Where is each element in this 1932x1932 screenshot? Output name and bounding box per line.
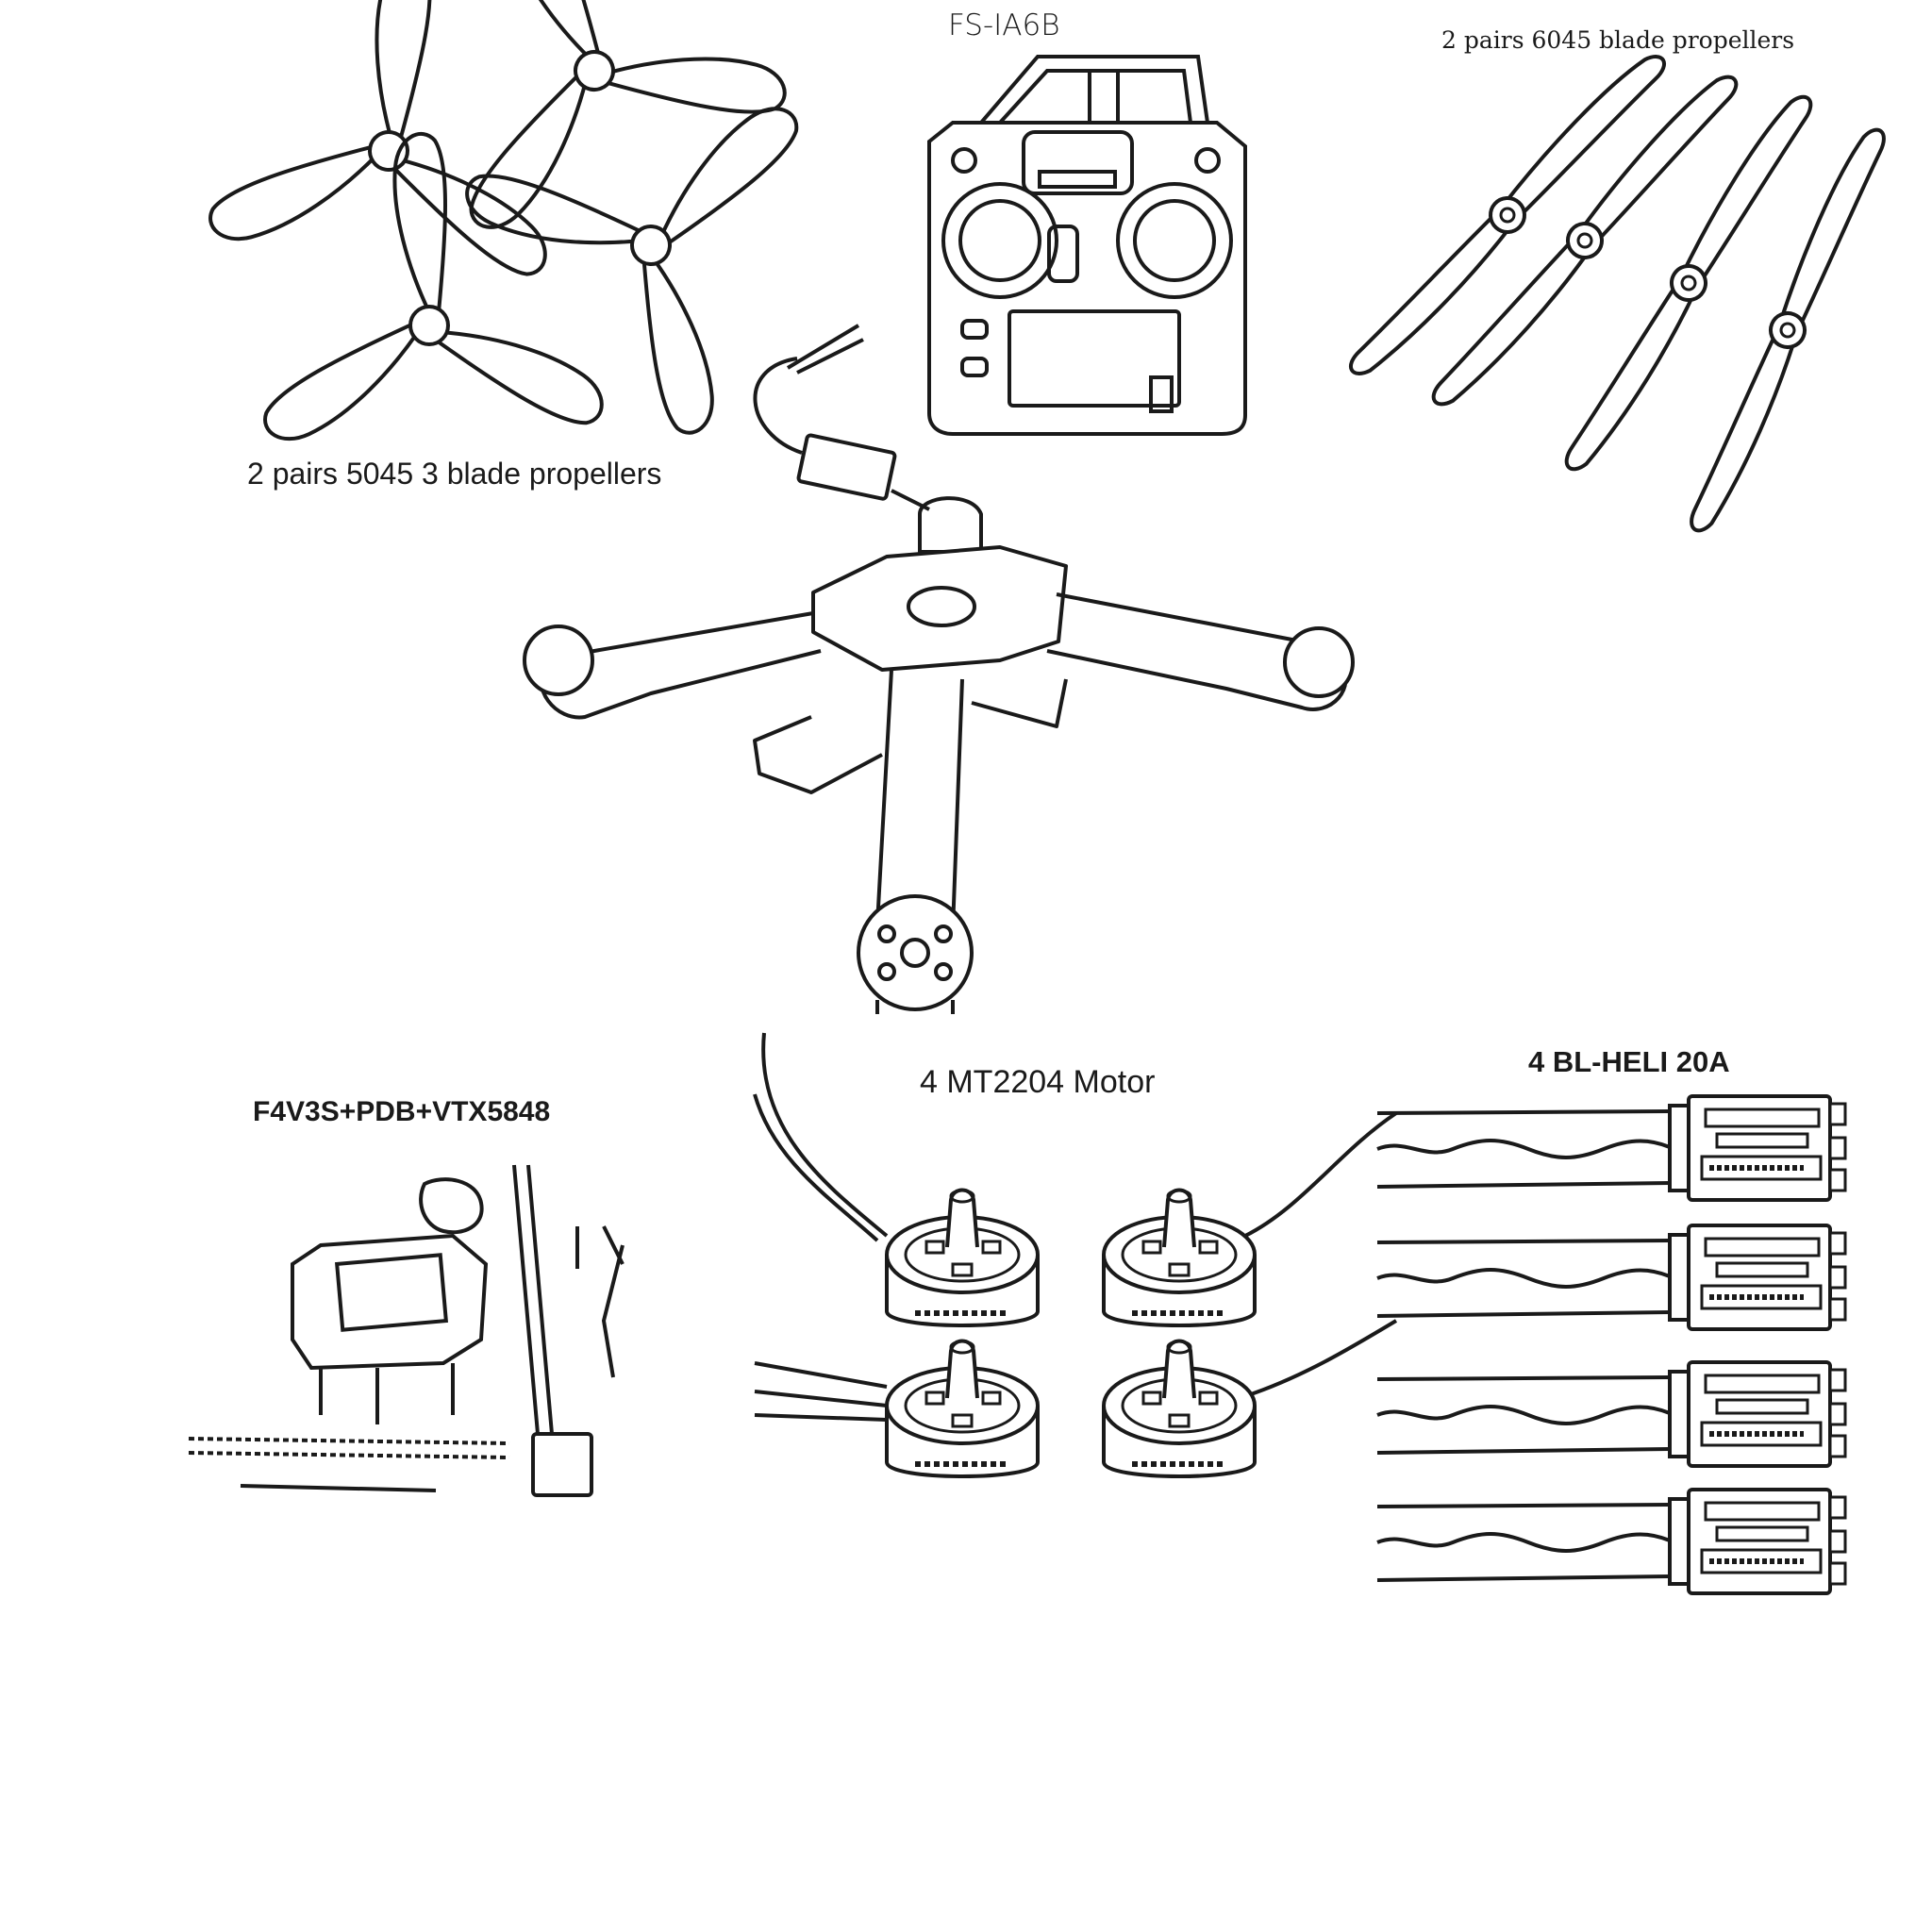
transmitter-label: FS-IA6B	[948, 8, 1060, 42]
flight-controller-icon	[188, 1164, 625, 1497]
frame-icon	[523, 496, 1355, 1014]
propeller-icon	[442, 0, 915, 466]
esc-icon	[1377, 1490, 1845, 1593]
transmitter-icon	[927, 55, 1247, 436]
propeller-icon	[1686, 117, 1890, 543]
receiver-icon	[753, 324, 930, 511]
esc-icon	[1377, 1362, 1845, 1466]
motor-icon	[753, 1032, 1038, 1325]
propeller-icon	[256, 134, 612, 451]
escs-label: 4 BL-HELI 20A	[1528, 1045, 1730, 1078]
flight-controller-label: F4V3S+PDB+VTX5848	[253, 1096, 551, 1127]
motor-icon	[1104, 1319, 1398, 1476]
motor-icon	[1104, 1111, 1398, 1325]
esc-icon	[1377, 1225, 1845, 1329]
esc-icon	[1377, 1096, 1845, 1200]
motors-label: 4 MT2204 Motor	[920, 1064, 1156, 1100]
props-6045-label: 2 pairs 6045 blade propellers	[1441, 26, 1795, 54]
props-5045-label: 2 pairs 5045 3 blade propellers	[247, 457, 662, 491]
motor-icon	[754, 1341, 1038, 1477]
